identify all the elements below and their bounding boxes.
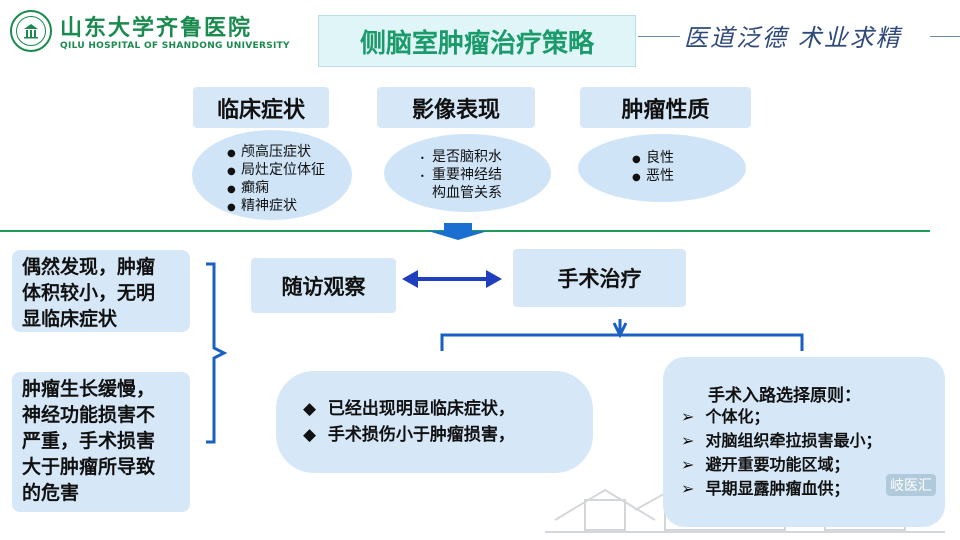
list-item: ➢ 对脑组织牵拉损害最小； <box>681 431 882 450</box>
watermark-logo: 岐医汇 <box>886 474 936 496</box>
hospital-name: 山东大学齐鲁医院 <box>60 15 253 41</box>
surgery-box: 手术治疗 <box>513 249 686 307</box>
surgical-approach-box <box>663 357 945 527</box>
symptoms-ellipse <box>192 130 352 220</box>
category-label: 肿瘤性质 <box>621 97 710 123</box>
surgery-branch-bracket <box>440 319 804 351</box>
diamond-bullet-icon: ◆ <box>303 425 328 445</box>
list-item: ➢ 个体化； <box>681 407 770 426</box>
bullet-dot-icon: ● <box>227 166 236 177</box>
bullet-dot-icon: • <box>420 154 425 163</box>
list-item: •重要神经结 <box>420 167 502 183</box>
diamond-bullet-icon: ◆ <box>303 399 328 419</box>
category-label: 影像表现 <box>411 97 500 123</box>
condition-line: 的危害 <box>22 482 80 504</box>
condition-line: 严重，手术损害 <box>22 430 156 452</box>
hospital-english-name: QILU HOSPITAL OF SHANDONG UNIVERSITY <box>60 41 290 51</box>
motto-divider-right <box>930 36 960 37</box>
nature-ellipse <box>578 134 746 202</box>
list-item: ➢ 避开重要功能区域； <box>681 455 850 474</box>
list-item: ◆ 手术损伤小于肿瘤损害， <box>303 425 515 445</box>
arrow-bullet-icon: ➢ <box>681 479 706 498</box>
surgery-indications-box <box>276 371 593 473</box>
list-item: ●颅高压症状 <box>227 144 311 160</box>
condition-line: 大于肿瘤所导致 <box>22 456 156 478</box>
list-item: ●精神症状 <box>227 198 297 214</box>
follow-up-label: 随访观察 <box>281 274 366 299</box>
arrow-bullet-icon: ➢ <box>681 455 706 474</box>
list-item: •是否脑积水 <box>420 149 502 165</box>
bullet-dot-icon: ● <box>227 184 236 195</box>
list-item: ●良性 <box>632 150 674 166</box>
list-item: ●局灶定位体征 <box>227 162 325 178</box>
condition-line: 偶然发现，肿瘤 <box>22 256 156 278</box>
hospital-motto: 医道泛德 术业求精 <box>684 24 902 52</box>
bullet-dot-icon: • <box>420 172 425 181</box>
bullet-dot-icon: ● <box>227 202 236 213</box>
slide-title: 侧脑室肿瘤治疗策略 <box>359 28 594 59</box>
emblem-building-icon <box>24 24 38 39</box>
list-item: 构血管关系 <box>432 185 502 201</box>
condition-line: 肿瘤生长缓慢， <box>22 378 156 400</box>
motto-divider-left <box>638 36 680 37</box>
hospital-emblem-icon <box>10 10 52 52</box>
bullet-dot-icon: ● <box>227 148 236 159</box>
list-item: ➢ 早期显露肿瘤血供； <box>681 479 850 498</box>
left-curly-bracket <box>206 262 228 444</box>
slide-title-box: 侧脑室肿瘤治疗策略 <box>318 15 636 67</box>
bullet-dot-icon: ● <box>632 154 641 165</box>
list-item: ●恶性 <box>632 168 674 184</box>
condition-line: 神经功能损害不 <box>22 404 156 426</box>
list-item: ◆ 已经出现明显临床症状， <box>303 399 515 419</box>
category-imaging-findings: 影像表现 <box>377 87 535 128</box>
condition-slow-growth: 肿瘤生长缓慢， 神经功能损害不 严重，手术损害 大于肿瘤所导致 的危害 <box>12 372 190 512</box>
condition-incidental-small: 偶然发现，肿瘤 体积较小，无明 显临床症状 <box>12 250 190 332</box>
double-arrow-icon <box>402 270 502 288</box>
arrow-bullet-icon: ➢ <box>681 407 706 426</box>
category-label: 临床症状 <box>216 97 305 123</box>
approach-title: 手术入路选择原则： <box>708 386 861 406</box>
symptoms-list: ●颅高压症状 ●局灶定位体征 ●癫痫 ●精神症状 <box>227 144 325 216</box>
surgery-indications-list: ◆ 已经出现明显临床症状， ◆ 手术损伤小于肿瘤损害， <box>303 396 515 448</box>
approach-list: ➢ 个体化； ➢ 对脑组织牵拉损害最小； ➢ 避开重要功能区域； ➢ 早期显露肿… <box>681 405 882 501</box>
condition-line: 体积较小，无明 <box>22 282 156 304</box>
imaging-ellipse <box>384 134 551 212</box>
category-tumor-nature: 肿瘤性质 <box>580 87 751 128</box>
list-item: ●癫痫 <box>227 180 269 196</box>
follow-up-box: 随访观察 <box>251 258 396 313</box>
down-arrow-icon <box>428 223 488 240</box>
emblem-inner-ring <box>16 16 46 46</box>
surgery-label: 手术治疗 <box>557 267 642 291</box>
category-clinical-symptoms: 临床症状 <box>193 87 329 128</box>
condition-line: 显临床症状 <box>22 308 118 330</box>
imaging-list: •是否脑积水 •重要神经结 构血管关系 <box>420 149 502 202</box>
arrow-bullet-icon: ➢ <box>681 431 706 450</box>
bullet-dot-icon: ● <box>632 172 641 183</box>
nature-list: ●良性 ●恶性 <box>632 150 674 186</box>
